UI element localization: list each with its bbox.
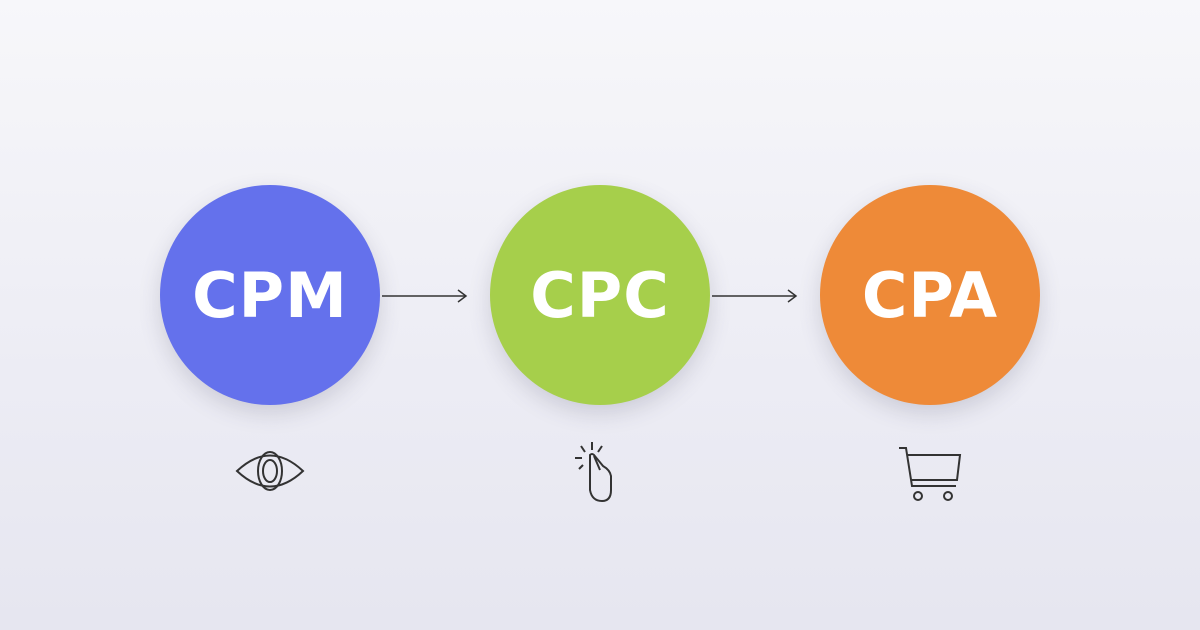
pointer-click-icon [575,442,612,503]
stage-cpm: CPM [160,185,380,405]
stage-label: CPC [530,258,670,332]
stage-label: CPM [192,258,348,332]
stage-cpc: CPC [490,185,710,405]
stage-cpa: CPA [820,185,1040,405]
shopping-cart-icon [899,447,962,501]
stage-label: CPA [861,258,999,332]
arrow-icon [382,289,468,303]
arrow-icon [712,289,798,303]
eye-icon [235,451,305,491]
